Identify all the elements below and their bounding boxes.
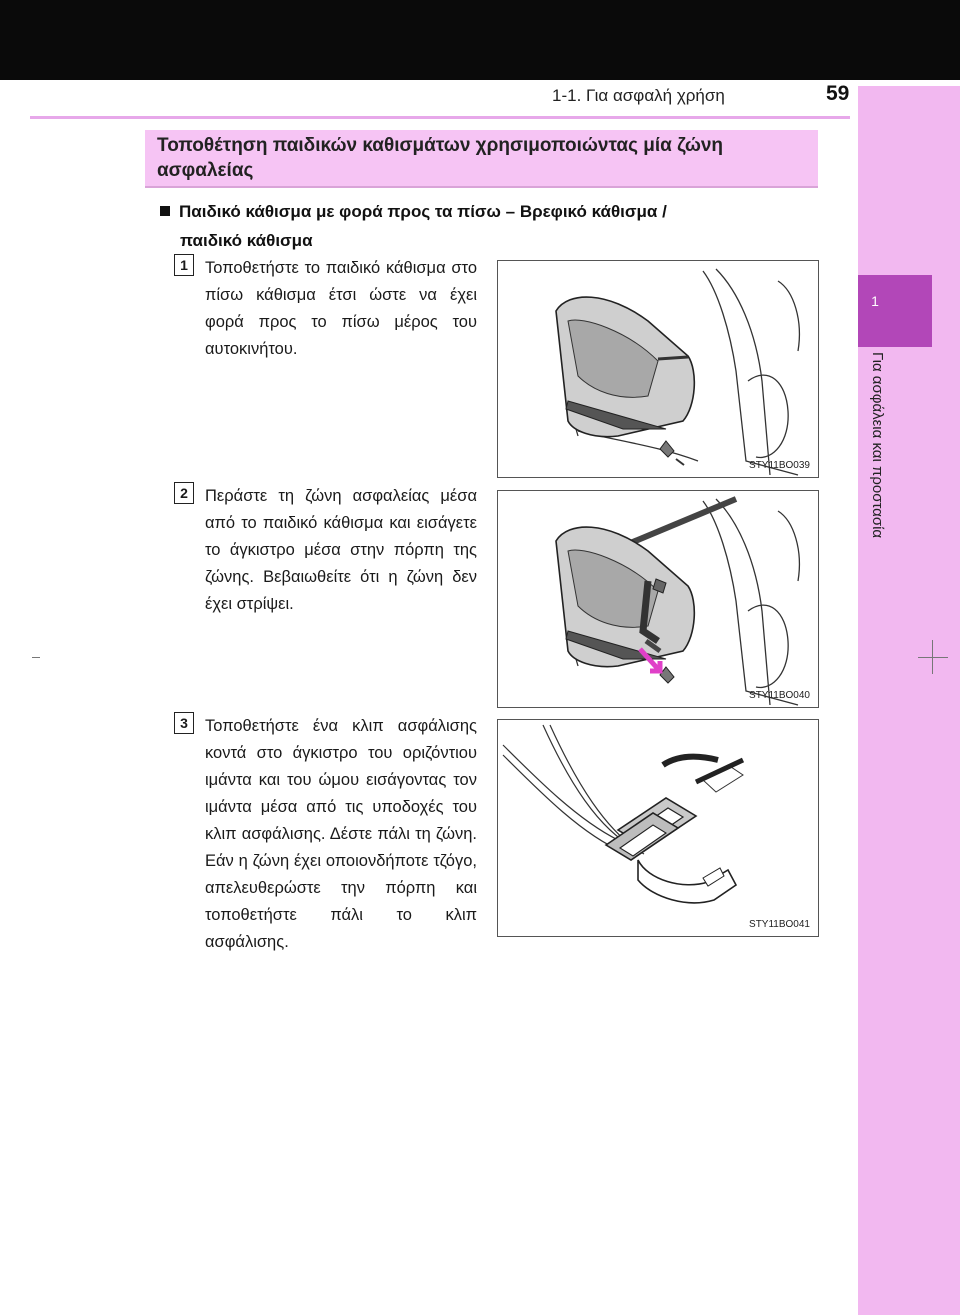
square-bullet-icon bbox=[160, 206, 170, 216]
illustration-3: STY11BO041 bbox=[497, 719, 819, 937]
crop-mark bbox=[32, 657, 40, 658]
top-black-bar bbox=[0, 0, 960, 80]
step-text-1: Τοποθετήστε το παιδικό κάθισμα στο πίσω … bbox=[205, 259, 477, 358]
step-text-3: Τοποθετήστε ένα κλιπ ασφάλισης κοντά στο… bbox=[205, 717, 477, 951]
image-code: STY11BO041 bbox=[749, 919, 810, 930]
header-rule bbox=[30, 116, 850, 119]
illustration-1: STY11BO039 bbox=[497, 260, 819, 478]
page-number: 59 bbox=[826, 82, 850, 105]
section-heading-box bbox=[145, 130, 818, 188]
subheading: Παιδικό κάθισμα με φορά προς τα πίσω – Β… bbox=[160, 197, 800, 255]
section-title: Τοποθέτηση παιδικών καθισμάτων χρησιμοπο… bbox=[157, 135, 724, 181]
step-number-2: 2 bbox=[174, 482, 194, 504]
image-code: STY11BO039 bbox=[749, 460, 810, 471]
step-text-2: Περάστε τη ζώνη ασφαλείας μέσα από το πα… bbox=[205, 487, 477, 613]
step-number-3: 3 bbox=[174, 712, 194, 734]
running-header: 1-1. Για ασφαλή χρήση bbox=[552, 86, 725, 105]
chapter-number: 1 bbox=[871, 293, 879, 309]
chapter-title: Για ασφάλεια και προστασία bbox=[869, 352, 886, 539]
belt-through-seat-illustration bbox=[555, 496, 800, 706]
subheading-line1: Παιδικό κάθισμα με φορά προς τα πίσω – Β… bbox=[179, 202, 667, 221]
locking-clip-illustration bbox=[502, 724, 745, 904]
rear-facing-child-seat-illustration bbox=[555, 268, 800, 476]
step-number-1: 1 bbox=[174, 254, 194, 276]
crop-mark bbox=[918, 657, 948, 658]
chapter-number-box bbox=[858, 275, 932, 347]
chapter-side-tab bbox=[858, 86, 960, 1315]
illustration-2: STY11BO040 bbox=[497, 490, 819, 708]
subheading-line2: παιδικό κάθισμα bbox=[180, 231, 313, 250]
image-code: STY11BO040 bbox=[749, 690, 810, 701]
